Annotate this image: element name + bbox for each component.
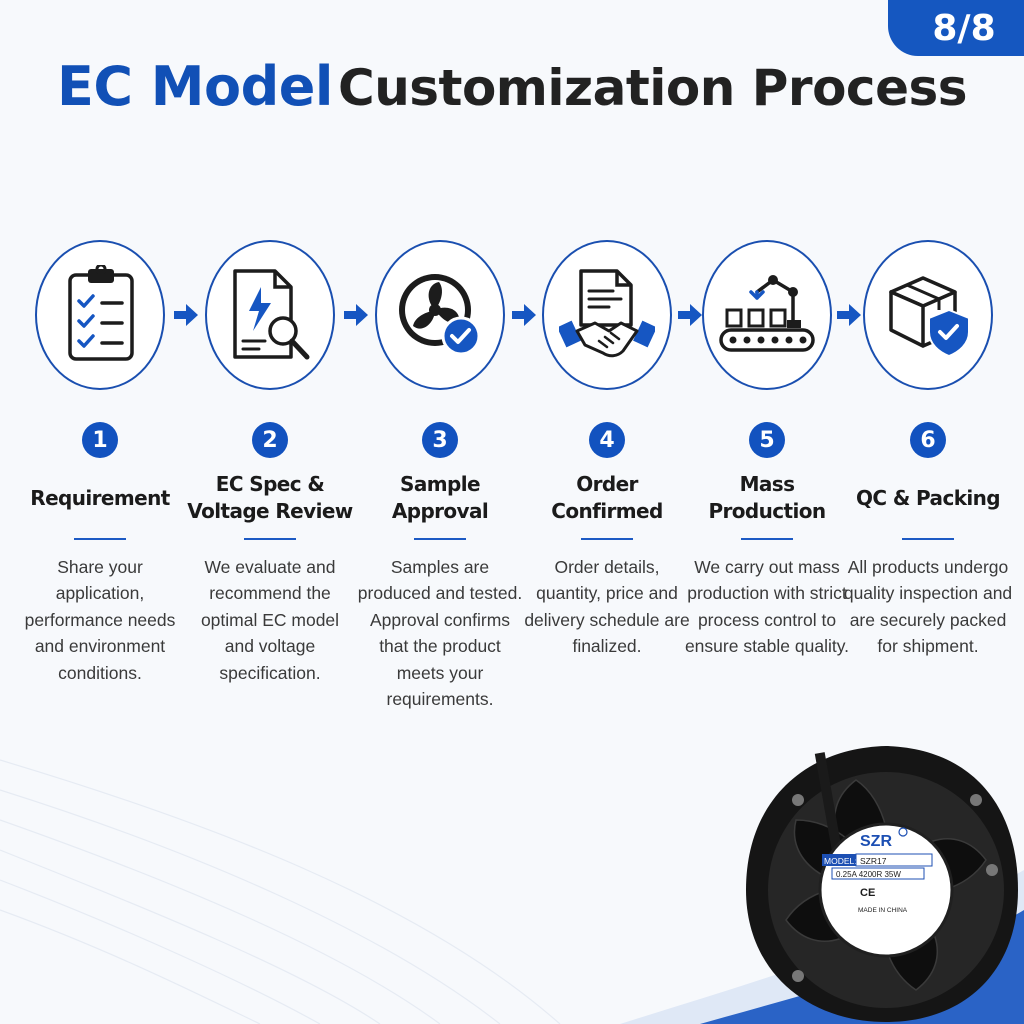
step-title: Sample Approval bbox=[391, 472, 489, 523]
step-description: Share your application, performance need… bbox=[24, 557, 176, 683]
step-divider bbox=[741, 538, 793, 540]
step-icon-circle bbox=[205, 240, 335, 390]
step-icon-circle bbox=[702, 240, 832, 390]
page-title: EC Model Customization Process bbox=[0, 55, 1024, 118]
step-6: 6 QC & Packing All products undergo qual… bbox=[843, 240, 1013, 660]
box-shield-icon bbox=[889, 276, 970, 358]
step-divider bbox=[902, 538, 954, 540]
arrow-right-icon bbox=[512, 304, 536, 326]
step-number: 5 bbox=[749, 422, 785, 458]
fan-brand-label: SZR bbox=[860, 833, 892, 850]
step-icon-circle bbox=[35, 240, 165, 390]
step-icon-circle bbox=[375, 240, 505, 390]
title-highlight: EC Model bbox=[56, 55, 333, 118]
step-description: All products undergo quality inspection … bbox=[843, 557, 1013, 657]
step-description: Samples are produced and tested. Approva… bbox=[357, 557, 523, 710]
arrow-right-icon bbox=[678, 304, 702, 326]
step-number: 6 bbox=[910, 422, 946, 458]
fan-check-icon bbox=[399, 274, 481, 356]
fan-rating: 0.25A 4200R 35W bbox=[836, 870, 901, 879]
arrow-right-icon bbox=[837, 304, 861, 326]
step-divider bbox=[74, 538, 126, 540]
document-analysis-icon bbox=[233, 269, 310, 360]
step-2: 2 EC Spec & Voltage Review We evaluate a… bbox=[185, 240, 355, 686]
step-divider bbox=[244, 538, 296, 540]
page-indicator-text: 8/8 bbox=[932, 7, 996, 49]
step-title: Order Confirmed bbox=[551, 472, 663, 523]
handshake-document-icon bbox=[559, 269, 655, 358]
step-icon-circle bbox=[542, 240, 672, 390]
process-steps: 1 Requirement Share your application, pe… bbox=[0, 240, 1024, 740]
step-number: 1 bbox=[82, 422, 118, 458]
step-description: We evaluate and recommend the optimal EC… bbox=[200, 557, 340, 683]
arrow-right-icon bbox=[174, 304, 198, 326]
step-title: QC & Packing bbox=[855, 485, 1001, 510]
page-indicator-badge: 8/8 bbox=[888, 0, 1024, 56]
step-divider bbox=[581, 538, 633, 540]
clipboard-checklist-icon bbox=[68, 265, 134, 361]
step-description: We carry out mass production with strict… bbox=[684, 557, 850, 657]
step-number: 3 bbox=[422, 422, 458, 458]
step-title: EC Spec & Voltage Review bbox=[187, 472, 353, 523]
step-title: Mass Production bbox=[708, 472, 826, 523]
step-3: 3 Sample Approval Samples are produced a… bbox=[355, 240, 525, 712]
fan-model-prefix: MODEL: bbox=[824, 856, 857, 866]
arrow-right-icon bbox=[344, 304, 368, 326]
title-rest: Customization Process bbox=[338, 59, 968, 117]
svg-text:CE: CE bbox=[860, 887, 875, 899]
robot-arm-conveyor-icon bbox=[719, 275, 815, 352]
fan-model-number: SZR17 bbox=[860, 856, 887, 866]
product-fan-image: SZR MODEL: SZR17 0.25A 4200R 35W CE MADE… bbox=[746, 746, 1018, 1022]
step-title: Requirement bbox=[30, 485, 170, 510]
step-4: 4 Order Confirmed Order details, quantit… bbox=[522, 240, 692, 660]
step-icon-circle bbox=[863, 240, 993, 390]
step-divider bbox=[414, 538, 466, 540]
step-5: 5 Mass Production We carry out mass prod… bbox=[682, 240, 852, 660]
step-1: 1 Requirement Share your application, pe… bbox=[15, 240, 185, 686]
fan-origin: MADE IN CHINA bbox=[858, 907, 908, 914]
step-number: 4 bbox=[589, 422, 625, 458]
step-number: 2 bbox=[252, 422, 288, 458]
step-description: Order details, quantity, price and deliv… bbox=[524, 557, 690, 657]
